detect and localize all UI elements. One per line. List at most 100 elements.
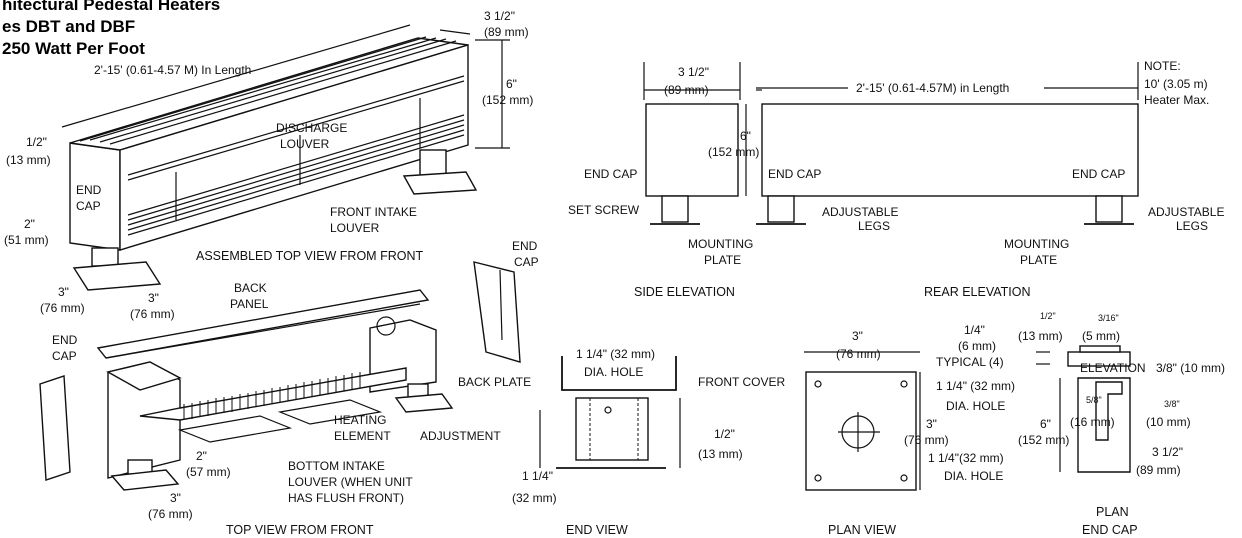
side-height-mm-label: (152 mm) [708,145,760,159]
cap-3-8-label: 3/8" (10 mm) [1156,361,1225,375]
adjustable-legs-left-label-2: LEGS [858,219,891,233]
header-line-1: hitectural Pedestal Heaters [2,0,221,14]
upright-endcap-label-2: CAP [514,255,539,269]
side-caption: SIDE ELEVATION [634,285,735,299]
cap-elevation-label: ELEVATION [1080,361,1146,375]
loose-endcap-label-2: CAP [52,349,77,363]
rear-length-label: 2'-15' (0.61-4.57M) in Length [856,81,1010,95]
cap-width-label: 3 1/2" [1152,445,1183,459]
front-cover-label: FRONT COVER [698,375,786,389]
heating-element-fins [183,372,361,420]
plan-height-mm-label: (76 mm) [904,433,949,447]
cap-half-mm-label: (13 mm) [1018,329,1063,343]
topview-2in-label: 2" [196,449,207,463]
side-endcap-label: END CAP [584,167,638,181]
topview-3in-mm-label: (76 mm) [148,507,193,521]
cap-height-label: 6" [1040,417,1051,431]
assembled-length-label: 2'-15' (0.61-4.57 M) In Length [94,63,252,77]
cap-3-8b-label: 3/8" [1164,399,1180,409]
heating-element-label-1: HEATING [334,413,387,427]
side-mounting-label-1: MOUNTING [688,237,754,251]
adjustable-legs-right-label-2: LEGS [1176,219,1209,233]
assembled-caption: ASSEMBLED TOP VIEW FROM FRONT [196,249,424,263]
cap-5-8-label: 5/8" [1086,395,1102,405]
endview-half-label: 1/2" [714,427,735,441]
back-plate-label: BACK PLATE [458,375,532,389]
assembled-endcap-label-1: END [76,183,102,197]
assembled-half-mm-label: (13 mm) [6,153,51,167]
plan-hole-b-label: 1 1/4"(32 mm) [928,451,1004,465]
assembled-heater-drawing [61,24,510,291]
assembled-plate-a-label: 3" [58,285,69,299]
front-intake-label-1: FRONT INTAKE [330,205,417,219]
bottom-intake-label-1: BOTTOM INTAKE [288,459,385,473]
cap-half-label: 1/2" [1040,311,1056,321]
cap-height-mm-label: (152 mm) [1018,433,1070,447]
endview-hole-label: 1 1/4" (32 mm) [576,347,655,361]
plan-quarter-label: 1/4" [964,323,985,337]
rear-elevation-drawing [756,62,1139,225]
end-view-drawing [539,356,681,469]
plancap-caption-1: PLAN [1096,505,1129,519]
endview-caption: END VIEW [566,523,628,537]
assembled-half-label: 1/2" [26,135,47,149]
assembled-endcap-label-2: CAP [76,199,101,213]
rear-mounting-label-2: PLATE [1020,253,1058,267]
adjustable-legs-left-label-1: ADJUSTABLE [822,205,899,219]
upright-endcap-label-1: END [512,239,538,253]
plan-typical-label: TYPICAL (4) [936,355,1004,369]
topview-3in-label: 3" [170,491,181,505]
plan-width-label: 3" [852,329,863,343]
back-panel-label-1: BACK [234,281,267,295]
side-width-label: 3 1/2" [678,65,709,79]
discharge-louver-label-2: LOUVER [280,137,330,151]
loose-endcap-label-1: END [52,333,78,347]
endview-hole-label-2: DIA. HOLE [584,365,644,379]
endview-half-mm-label: (13 mm) [698,447,743,461]
cap-3-8b-mm-label: (10 mm) [1146,415,1191,429]
assembled-depth-label: 3 1/2" [484,9,515,23]
side-width-mm-label: (89 mm) [664,83,709,97]
assembled-depth-mm-label: (89 mm) [484,25,529,39]
rear-mounting-label-1: MOUNTING [1004,237,1070,251]
header-line-3: 250 Watt Per Foot [2,39,145,58]
cap-5-8-mm-label: (16 mm) [1070,415,1115,429]
discharge-louver-label-1: DISCHARGE [276,121,348,135]
rear-note-1: NOTE: [1144,59,1181,73]
rear-caption: REAR ELEVATION [924,285,1031,299]
bottom-intake-label-3: HAS FLUSH FRONT) [288,491,405,505]
assembled-height-mm-label: (152 mm) [482,93,534,107]
topview-caption: TOP VIEW FROM FRONT [226,523,374,537]
topview-2in-mm-label: (57 mm) [186,465,231,479]
top-view-heater-drawing [39,261,521,491]
front-intake-label-2: LOUVER [330,221,380,235]
side-elevation-drawing [643,62,762,225]
side-mounting-label-2: PLATE [704,253,742,267]
plan-view-drawing [804,351,921,491]
adjustable-legs-right-label-1: ADJUSTABLE [1148,205,1225,219]
assembled-plate-b-mm-label: (76 mm) [130,307,175,321]
plan-height-label: 3" [926,417,937,431]
plancap-caption-2: END CAP [1082,523,1138,537]
header-line-2: es DBT and DBF [2,17,136,36]
cap-3-16-label: 3/16" [1098,313,1119,323]
assembled-height-label: 6" [506,77,517,91]
rear-note-2: 10' (3.05 m) [1144,77,1208,91]
endview-dim-label: 1 1/4" [522,469,553,483]
heating-element-label-2: ELEMENT [334,429,391,443]
side-height-label: 6" [740,129,751,143]
plan-quarter-mm-label: (6 mm) [958,339,996,353]
cap-3-16-mm-label: (5 mm) [1082,329,1120,343]
plan-hole-a-label: 1 1/4" (32 mm) [936,379,1015,393]
cap-width-mm-label: (89 mm) [1136,463,1181,477]
bottom-intake-label-2: LOUVER (WHEN UNIT [288,475,413,489]
assembled-plate-b-label: 3" [148,291,159,305]
plan-end-cap-drawing [1036,345,1131,473]
planview-caption: PLAN VIEW [828,523,897,537]
plan-hole-a-label-2: DIA. HOLE [946,399,1006,413]
plan-hole-b-label-2: DIA. HOLE [944,469,1004,483]
endview-dim-mm-label: (32 mm) [512,491,557,505]
adjustment-label: ADJUSTMENT [420,429,501,443]
